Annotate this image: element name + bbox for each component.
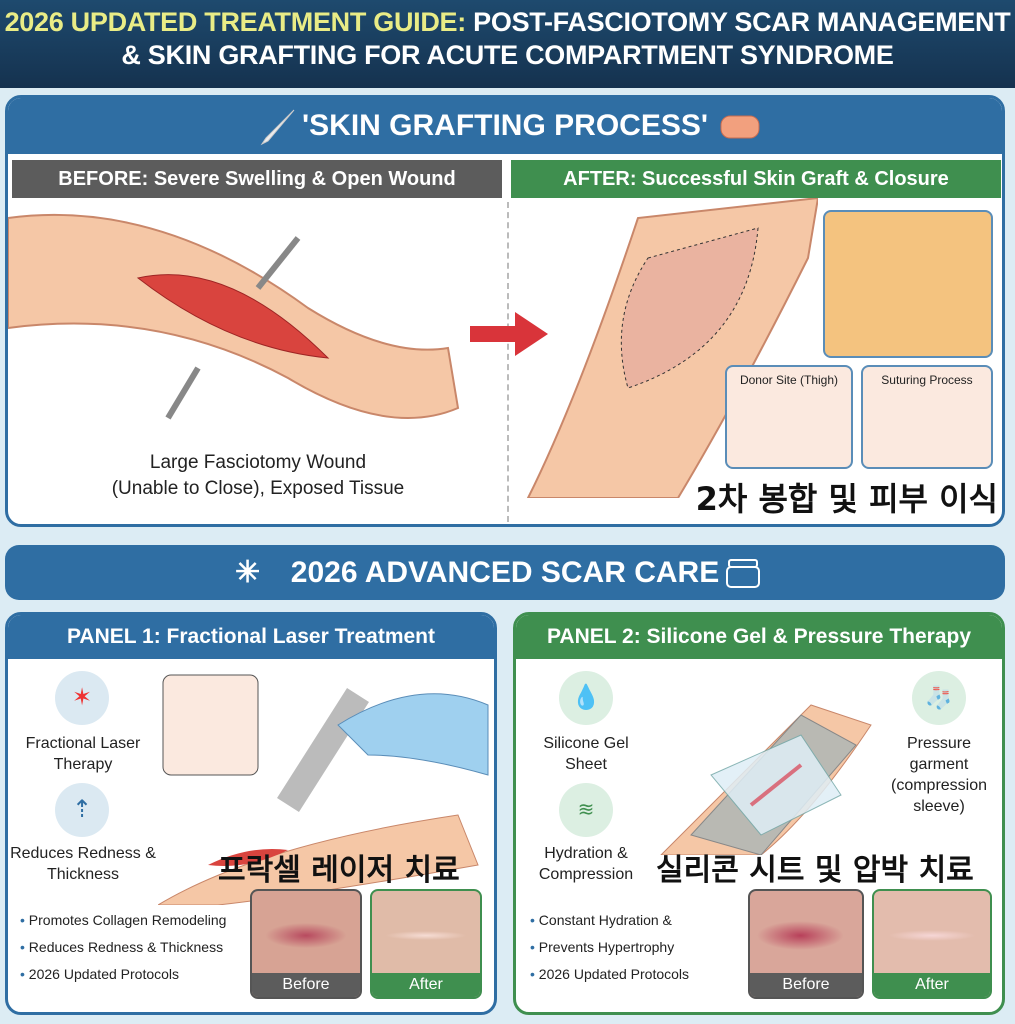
cream-jar-icon: [726, 559, 760, 588]
divider: [507, 202, 509, 522]
before-caption: Large Fasciotomy Wound (Unable to Close)…: [48, 450, 468, 502]
open-wound-illustration: [8, 213, 460, 420]
skin-grafting-section: 'SKIN GRAFTING PROCESS' BEFORE: Severe S…: [5, 95, 1005, 527]
compression-sock-icon: 🧦: [912, 671, 966, 725]
scalpel-icon: [260, 109, 295, 146]
laser-treatment-illustration: [158, 674, 489, 905]
page-header: 2026 UPDATED TREATMENT GUIDE: POST-FASCI…: [0, 0, 1015, 88]
laser-burst-icon: ✳: [235, 556, 261, 589]
reduces-redness-label: Reduces Redness & Thickness: [10, 845, 156, 883]
before-caption-line-2: (Unable to Close), Exposed Tissue: [111, 478, 405, 499]
scar-care-banner: ✳ 2026 ADVANCED SCAR CARE: [5, 545, 1005, 600]
donor-site-inset: Donor Site (Thigh): [725, 365, 853, 469]
bullet-item: Prevents Hypertrophy: [530, 934, 689, 961]
bullet-item: 2026 Updated Protocols: [530, 961, 689, 988]
after-photo: After: [872, 889, 992, 999]
before-caption-line-1: Large Fasciotomy Wound: [149, 452, 367, 473]
silicone-gel-label: Silicone Gel Sheet: [543, 735, 629, 773]
suturing-label: Suturing Process: [881, 373, 973, 387]
panel-1-laser: PANEL 1: Fractional Laser Treatment ✶ Fr…: [5, 612, 497, 1015]
panel-1-title: PANEL 1: Fractional Laser Treatment: [8, 615, 494, 659]
panel-2-bullets: Constant Hydration & Prevents Hypertroph…: [530, 907, 689, 988]
after-tag: After: [372, 973, 480, 997]
bullet-item: Reduces Redness & Thickness: [20, 934, 226, 961]
before-photo: Before: [250, 889, 362, 999]
laser-icon: ✶: [55, 671, 109, 725]
after-tag: After: [874, 973, 990, 997]
bullet-item: Promotes Collagen Remodeling: [20, 907, 227, 934]
skin-layers-inset: [823, 210, 993, 358]
skin-graft-sponge-icon: [720, 115, 760, 139]
red-arrow-icon: [470, 312, 548, 356]
before-tag: Before: [252, 973, 360, 997]
fractional-laser-label: Fractional Laser Therapy: [25, 735, 141, 773]
after-photo: After: [370, 889, 482, 999]
before-label: BEFORE: Severe Swelling & Open Wound: [12, 160, 502, 198]
title-line-2: & SKIN GRAFTING FOR ACUTE COMPARTMENT SY…: [121, 40, 894, 70]
hydration-icon: ≋: [559, 783, 613, 837]
donor-site-label: Donor Site (Thigh): [739, 373, 839, 387]
after-label: AFTER: Successful Skin Graft & Closure: [511, 160, 1001, 198]
scar-care-title: 2026 ADVANCED SCAR CARE: [290, 556, 720, 589]
reduce-redness-icon: ⇡: [55, 783, 109, 837]
gel-drop-hand-icon: 💧: [559, 671, 613, 725]
grafted-leg-illustration: [526, 198, 818, 498]
panel-2-korean-caption: 실리콘 시트 및 압박 치료: [656, 853, 974, 888]
grafting-title: 'SKIN GRAFTING PROCESS': [302, 109, 708, 142]
panel-1-korean-caption: 프락셀 레이저 치료: [218, 853, 460, 888]
panel-1-bullets: Promotes Collagen Remodeling Reduces Red…: [20, 907, 227, 988]
grafting-korean-caption: 2차 봉합 및 피부 이식: [695, 480, 998, 518]
title-rest: POST-FASCIOTOMY SCAR MANAGEMENT: [465, 7, 1011, 37]
bullet-item: Constant Hydration &: [530, 907, 689, 934]
pressure-garment-label: Pressure garment (compression sleeve): [890, 735, 988, 815]
silicone-sheet-illustration: [660, 704, 872, 855]
panel-2-title: PANEL 2: Silicone Gel & Pressure Therapy: [516, 615, 1002, 659]
grafting-title-bar: 'SKIN GRAFTING PROCESS': [8, 98, 1002, 154]
panel-2-silicone: PANEL 2: Silicone Gel & Pressure Therapy…: [513, 612, 1005, 1015]
before-photo: Before: [748, 889, 864, 999]
bullet-item: 2026 Updated Protocols: [20, 961, 226, 988]
hydration-label: Hydration & Compression: [538, 845, 634, 883]
suturing-inset: Suturing Process: [861, 365, 993, 469]
title-highlight: 2026 UPDATED TREATMENT GUIDE:: [4, 7, 467, 37]
before-tag: Before: [750, 973, 862, 997]
